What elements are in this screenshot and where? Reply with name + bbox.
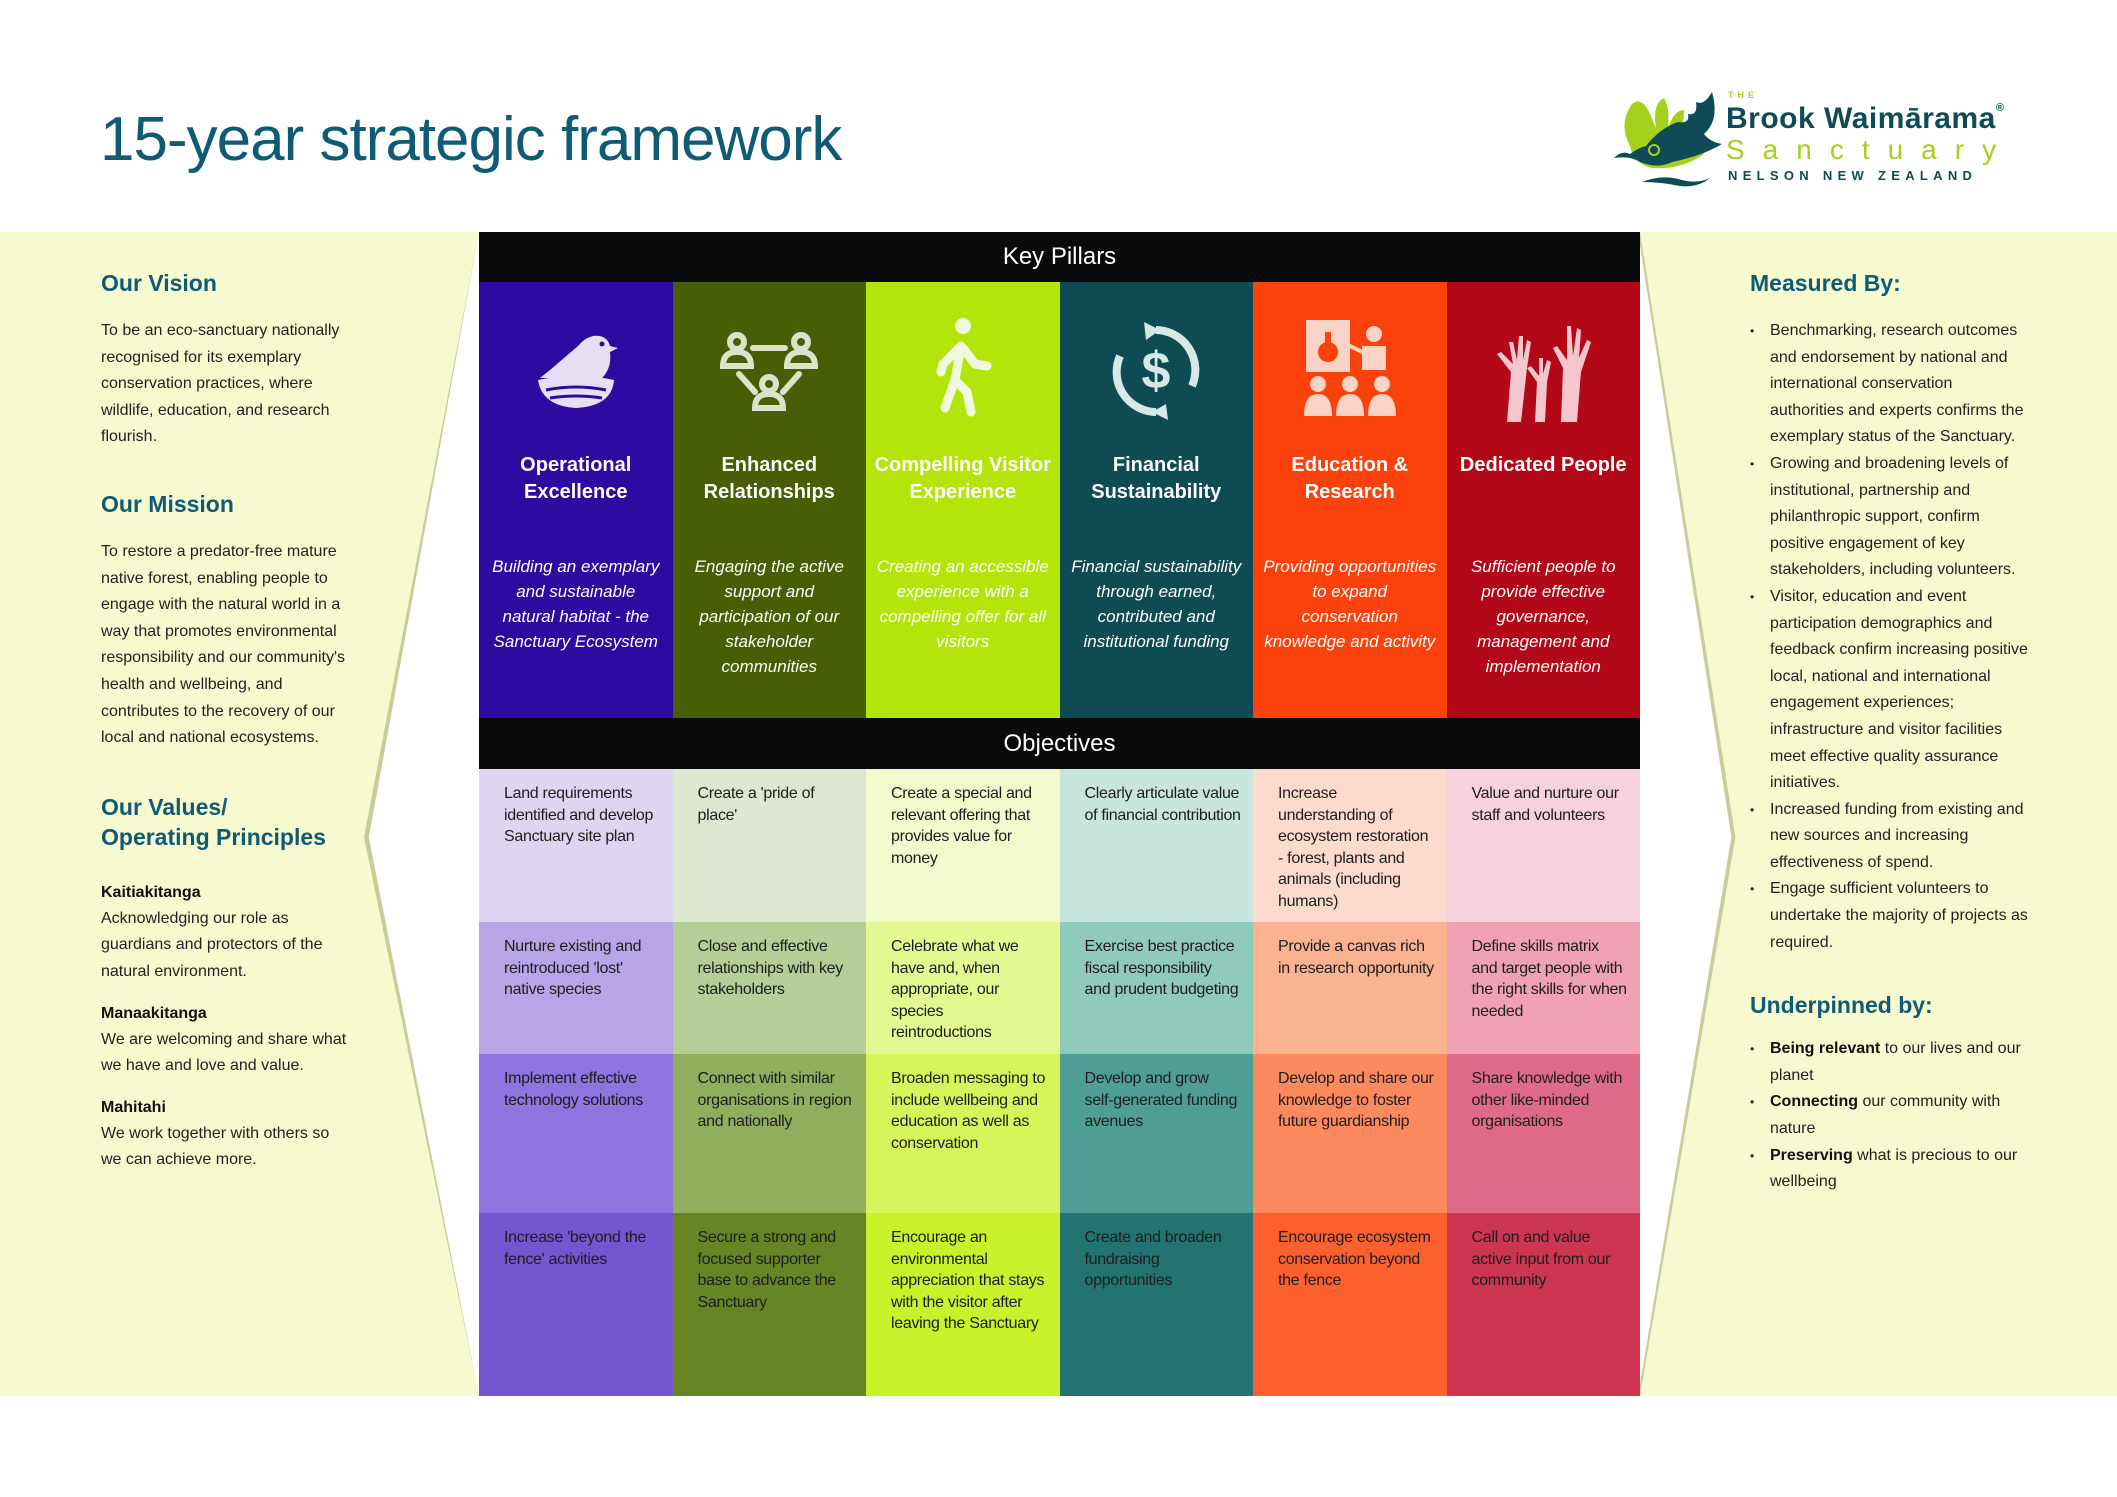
objective-cell: Exercise best practice fiscal responsibi… (1059, 922, 1253, 1054)
bird-nest-icon (537, 335, 618, 408)
pillar-name: Operational Excellence (520, 454, 632, 503)
pillar-financial-sustainability: $ Financial Sustainability Financial sus… (1059, 282, 1253, 718)
logo-sanctuary: Sanctuary (1726, 134, 2015, 165)
sanctuary-logo: THE Brook Waimārama® Sanctuary NELSON NE… (1612, 84, 2032, 190)
pillar-description: Creating an accessible experience with a… (876, 557, 1049, 651)
value-item: Mahitahi We work together with others so… (101, 1098, 330, 1169)
pillar-description: Engaging the active support and particip… (694, 557, 844, 676)
pillars-row: Operational Excellence Building an exemp… (479, 282, 1640, 718)
measured-by-heading: Measured By: (1750, 270, 1901, 296)
pillar-name: Enhanced Relationships (703, 454, 835, 503)
objective-cell: Call on and value active input from our … (1446, 1213, 1640, 1396)
objective-cell: Close and effective relationships with k… (672, 922, 866, 1054)
list-item: Being relevant to our lives and our plan… (1750, 1036, 2030, 1089)
objective-cell: Nurture existing and reintroduced 'lost'… (479, 922, 673, 1054)
pillar-compelling-visitor-experience: Compelling Visitor Experience Creating a… (866, 282, 1060, 718)
objective-cell: Develop and share our knowledge to foste… (1253, 1054, 1447, 1213)
dollar-cycle-icon: $ (1112, 322, 1200, 420)
vision-heading: Our Vision (101, 270, 217, 296)
objective-cell: Broaden messaging to include wellbeing a… (866, 1054, 1060, 1213)
objective-cell: Create and broaden fundraising opportuni… (1059, 1213, 1253, 1396)
objective-cell: Celebrate what we have and, when appropr… (866, 922, 1060, 1054)
people-network-icon (720, 332, 819, 411)
objective-cell: Value and nurture our staff and voluntee… (1446, 769, 1640, 922)
mission-heading: Our Mission (101, 490, 234, 517)
objective-cell: Share knowledge with other like-minded o… (1446, 1054, 1640, 1213)
list-item: Preserving what is precious to our wellb… (1750, 1143, 2030, 1196)
raised-hands-icon (1497, 326, 1592, 422)
values-heading: Our Values/ Operating Principles (101, 793, 326, 850)
objective-cell: Define skills matrix and target people w… (1446, 922, 1640, 1054)
list-item: Growing and broadening levels of institu… (1750, 451, 2030, 584)
objective-cell: Create a special and relevant offering t… (866, 769, 1060, 922)
logo-the: THE (1728, 90, 1758, 100)
objectives-row-2: Nurture existing and reintroduced 'lost'… (479, 922, 1640, 1054)
underpinned-by-heading: Underpinned by: (1750, 992, 1933, 1019)
pillar-name: Compelling Visitor Experience (874, 454, 1051, 503)
pillar-name: Financial Sustainability (1091, 454, 1222, 503)
objective-cell: Increase 'beyond the fence' activities (479, 1213, 673, 1396)
pillar-description: Building an exemplary and sustainable na… (492, 557, 660, 651)
objectives-row-3: Implement effective technology solutions… (479, 1054, 1640, 1213)
left-panel: Our Vision To be an eco-sanctuary nation… (101, 268, 351, 1174)
value-item: Kaitiakitanga Acknowledging our role as … (101, 883, 323, 980)
pillar-description: Sufficient people to provide effective g… (1470, 557, 1616, 676)
list-item: Engage sufficient volunteers to undertak… (1750, 876, 2030, 956)
objective-cell: Connect with similar organisations in re… (672, 1054, 866, 1213)
list-item: Connecting our community with nature (1750, 1089, 2030, 1142)
measured-by-list: Benchmarking, research outcomes and endo… (1750, 318, 2030, 956)
pillar-dedicated-people: Dedicated People Sufficient people to pr… (1446, 282, 1640, 718)
underpinned-by-list: Being relevant to our lives and our plan… (1750, 1036, 2030, 1196)
pillar-education-research: Education & Research Providing opportuni… (1253, 282, 1447, 718)
logo-location: NELSON NEW ZEALAND (1728, 168, 1978, 183)
page-title: 15-year strategic framework (100, 105, 842, 174)
objectives-row-4: Increase 'beyond the fence' activities S… (479, 1213, 1640, 1396)
pillar-description: Financial sustainability through earned,… (1071, 557, 1242, 651)
list-item: Visitor, education and event participati… (1750, 584, 2030, 797)
vision-text: To be an eco-sanctuary nationally recogn… (101, 322, 340, 446)
pillar-operational-excellence: Operational Excellence Building an exemp… (479, 282, 673, 718)
objective-cell: Encourage an environmental appreciation … (866, 1213, 1060, 1396)
list-item: Benchmarking, research outcomes and endo… (1750, 318, 2030, 451)
right-panel: Measured By: Benchmarking, research outc… (1750, 268, 2030, 1196)
objective-cell: Secure a strong and focused supporter ba… (672, 1213, 866, 1396)
teacher-class-icon (1303, 320, 1396, 416)
framework-grid: Key Pillars Operational Excellence Build… (479, 232, 1640, 1396)
pillar-name: Dedicated People (1459, 454, 1627, 476)
svg-text:$: $ (1142, 342, 1171, 400)
objective-cell: Create a 'pride of place' (672, 769, 866, 922)
value-item: Manaakitanga We are welcoming and share … (101, 1004, 347, 1075)
objective-cell: Increase understanding of ecosystem rest… (1253, 769, 1447, 922)
bird-hand-logo-icon (1614, 92, 1722, 187)
key-pillars-header: Key Pillars (479, 232, 1640, 282)
pillar-enhanced-relationships: Enhanced Relationships Engaging the acti… (672, 282, 866, 718)
pillar-name: Education & Research (1291, 454, 1409, 503)
objectives-row-1: Land requirements identified and develop… (479, 769, 1640, 922)
walking-visitor-icon (936, 318, 992, 417)
objective-cell: Implement effective technology solutions (479, 1054, 673, 1213)
objective-cell: Develop and grow self-generated funding … (1059, 1054, 1253, 1213)
objectives-header: Objectives (479, 718, 1640, 769)
objective-cell: Clearly articulate value of financial co… (1059, 769, 1253, 922)
list-item: Increased funding from existing and new … (1750, 797, 2030, 877)
mission-text: To restore a predator-free mature native… (101, 542, 346, 747)
objective-cell: Land requirements identified and develop… (479, 769, 673, 922)
objective-cell: Encourage ecosystem conservation beyond … (1253, 1213, 1447, 1396)
pillar-description: Providing opportunities to expand conser… (1263, 557, 1437, 651)
logo-brand: Brook Waimārama® (1726, 102, 2005, 135)
objective-cell: Provide a canvas rich in research opport… (1253, 922, 1447, 1054)
